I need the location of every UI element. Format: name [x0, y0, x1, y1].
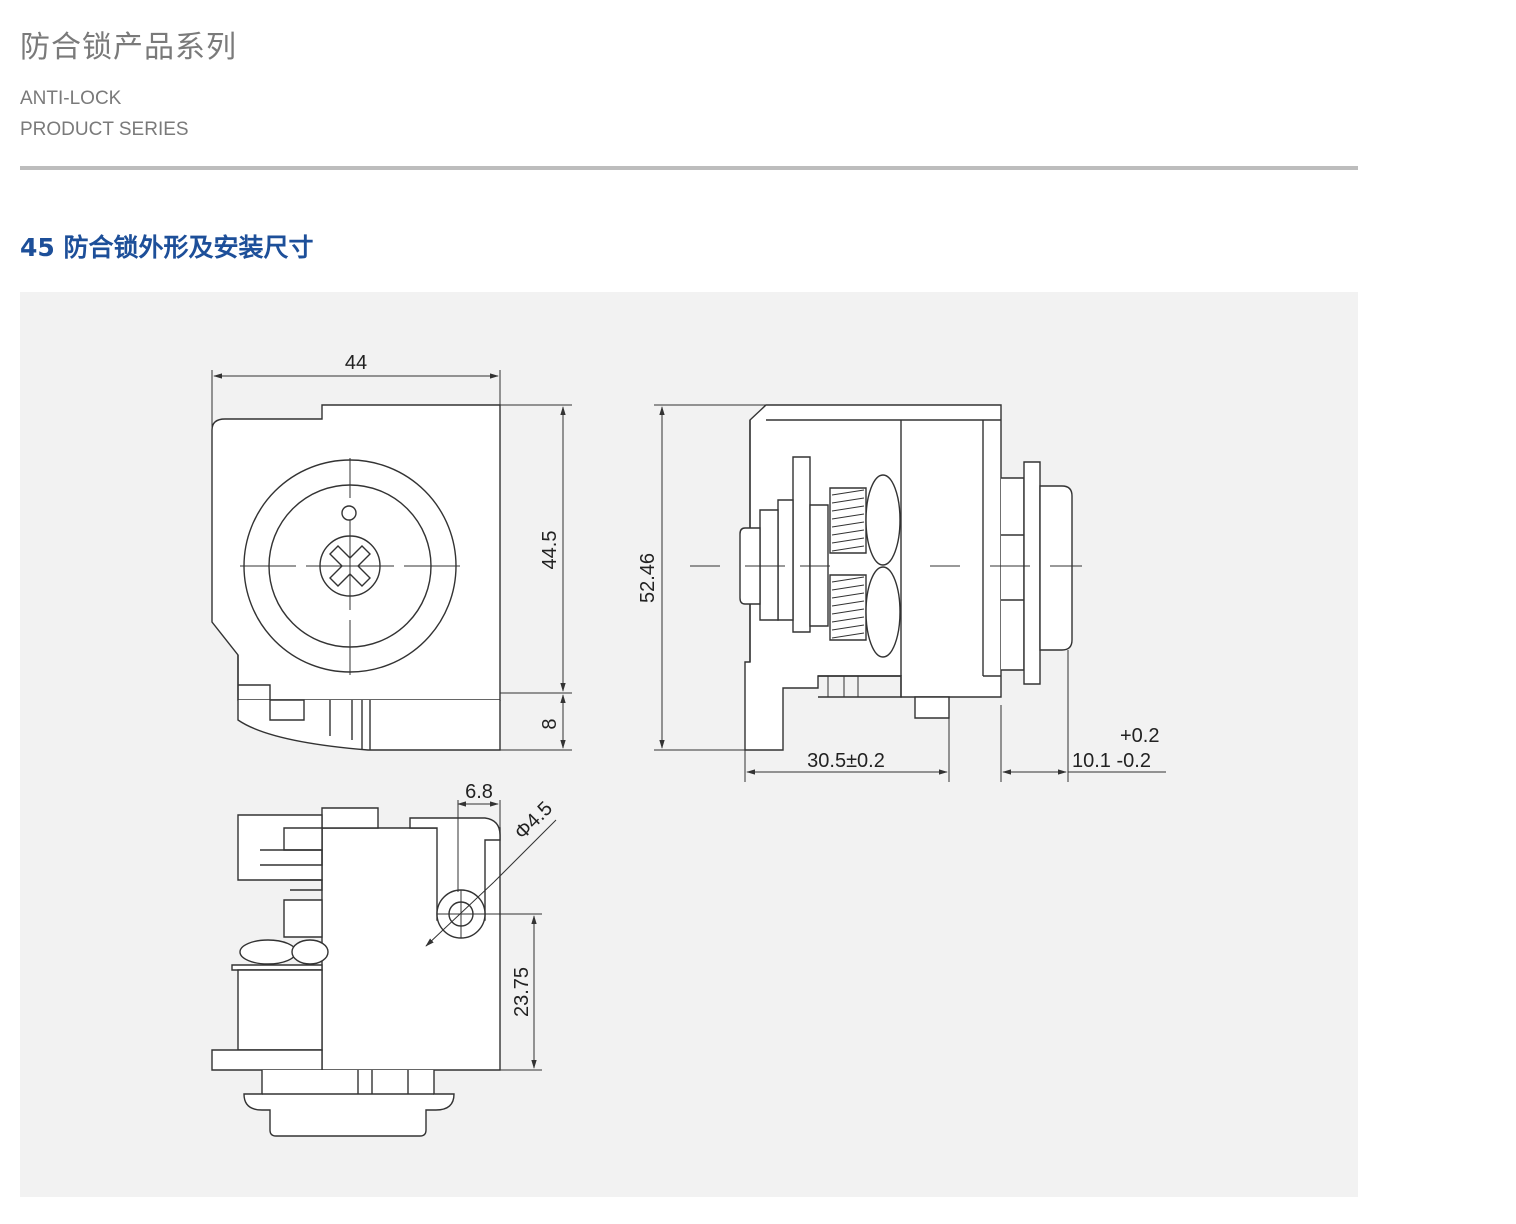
section-title: 45 防合锁外形及安装尺寸	[20, 233, 314, 262]
dim-label-30-5: 30.5±0.2	[807, 750, 885, 772]
page-title: 防合锁产品系列	[20, 30, 237, 65]
side-view	[654, 404, 1166, 782]
dim-label-44-5: 44.5	[539, 531, 561, 570]
header-divider	[20, 166, 1358, 170]
page-subtitle-line1: ANTI-LOCK	[20, 88, 122, 109]
page-subtitle-line2: PRODUCT SERIES	[20, 119, 189, 140]
top-view	[211, 800, 557, 1137]
front-view	[211, 370, 572, 751]
dim-label-6-8: 6.8	[465, 781, 493, 803]
dim-label-52-46: 52.46	[637, 553, 659, 603]
dim-label-phi-4-5: Φ4.5	[511, 798, 558, 845]
dim-label-8: 8	[539, 718, 561, 729]
dim-label-10-1: 10.1 -0.2	[1072, 750, 1151, 772]
dim-label-tol-plus: +0.2	[1120, 725, 1159, 747]
dim-label-44: 44	[345, 352, 367, 374]
dim-label-23-75: 23.75	[511, 967, 533, 1017]
